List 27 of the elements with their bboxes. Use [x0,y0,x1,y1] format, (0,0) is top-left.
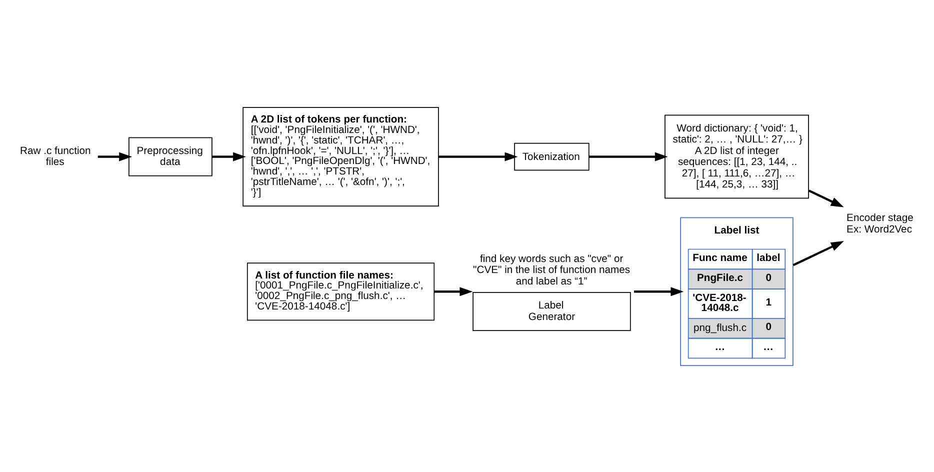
label: 'CVE-2018- 14048.c [692,292,746,314]
label: … [763,342,774,353]
arrow [434,286,473,296]
node-box: Preprocessing data [128,136,212,176]
arrow [634,286,684,296]
label: 0 [766,322,772,333]
arrow [212,152,246,161]
arrow [98,152,132,161]
label: 1 [766,297,772,308]
arrow [792,240,844,266]
node-text: Encoder stage Ex: Word2Vec [846,212,914,235]
label: Func name [692,252,748,264]
node-box: A list of function file names: ['0001_PngFile.c_PngFileInitialize.c', '0002_PngFile.c_png_flush.c', … 'CVE-2018-14048.c'] [246,262,435,320]
node-text: Raw .c function files [20,145,91,168]
arrow [808,189,844,207]
label: label [756,252,780,264]
node-box: Label Generator [472,292,631,330]
node-box: A 2D list of tokens per function: [['void', 'PngFileInitialize', '(', 'HWND', 'hwnd', ')', '{', 'static', 'TCHAR', …, 'ofn.lpfnHook', '=', 'NULL', ';', '}'], … ['BOOL', 'PngFileOpenDlg', '(', 'HWND', 'hwnd', ',', … ',', 'PTSTR', 'pstrTitleName', … '(', '&ofn', ')', ';', '}'] [242,106,439,206]
node-label: find key words such as "cve" or "CVE" in the list of function names and label as “1” [473,253,630,287]
label: … [714,342,726,353]
arrow [589,152,668,161]
label: PngFile.c [696,272,744,284]
arrow [438,152,518,161]
label: png_flush.c [694,322,747,334]
label: 0 [766,272,772,284]
node-box: Tokenization [514,142,590,170]
node-box: Word dictionary: { 'void': 1, static': 2, … , 'NULL': 27,… } A 2D list of integer sequences: [[1, 23, 144, .. 27], [ 11, 111,6, …27], … [144, 25,3, … 33]] [664,114,809,198]
